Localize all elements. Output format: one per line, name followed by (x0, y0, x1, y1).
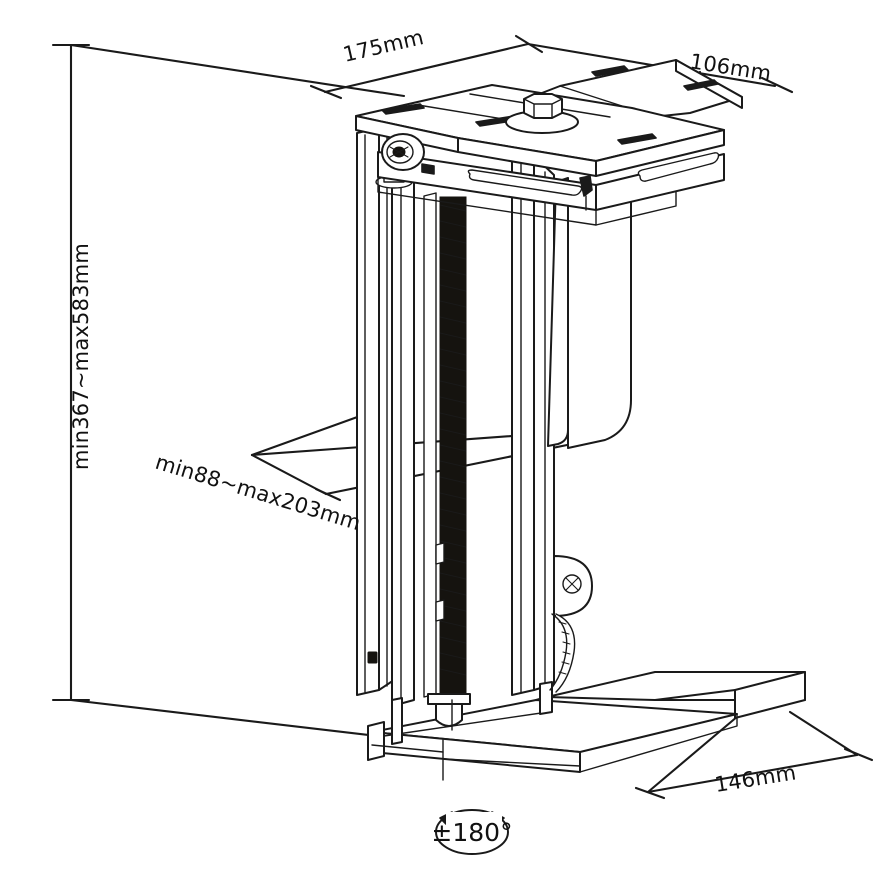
pivot-screw-cross-icon (389, 146, 409, 158)
shared-tick-center (514, 34, 544, 54)
main-plate-slot-right (617, 133, 657, 145)
rotation-label: ±180° (431, 818, 512, 847)
clamp-tick (314, 487, 342, 502)
right-arm-inner-panel (511, 155, 535, 696)
tray-left-lip (367, 721, 385, 761)
tray-base-plate-right-face (579, 713, 738, 773)
tray-inner-ledge (383, 711, 549, 737)
lower-rail-lip-right (595, 191, 677, 226)
right-vertical-arm (511, 155, 632, 715)
lower-rail-lip-front (377, 176, 597, 226)
flare-bottom-edge (567, 439, 606, 449)
center-threaded-rod (423, 192, 471, 731)
main-plate-right-edge (595, 129, 725, 177)
strap-texture (558, 621, 571, 675)
label-146mm: 146mm (713, 760, 798, 797)
rotation-symbol: ±180° (431, 809, 513, 855)
rail-fastener-icon (579, 175, 593, 197)
rod-guide-rail (423, 192, 437, 698)
label-height-range: min367~max583mm (69, 243, 93, 470)
right-arm-foot-post (539, 681, 553, 715)
top-mount-plate-assembly (355, 59, 743, 226)
rotation-arrow-icon (435, 809, 509, 855)
tray-front-edge-b (442, 758, 581, 767)
base-146-tick-left (634, 786, 666, 800)
left-vertical-arm (356, 127, 415, 745)
thread-lines (439, 204, 467, 676)
rod-bottom-washer (427, 693, 471, 705)
left-arm-foot-post (391, 697, 403, 745)
width-175-tick-left (309, 84, 343, 100)
bottom-tray-assembly (367, 671, 806, 781)
width-106-tick-right (760, 76, 794, 94)
phillips-screw-cross-icon (565, 577, 579, 591)
left-arm-outer-panel (356, 127, 380, 696)
thread-hatching (439, 204, 467, 676)
rod-collar-lower (435, 599, 445, 622)
rail-slot-front (467, 169, 583, 196)
rail-slot-right (637, 152, 720, 182)
base-146-dimension-line (646, 753, 859, 794)
base-146-extension-left (646, 714, 740, 794)
rod-collar-upper (435, 542, 445, 565)
right-side-flared-panel (567, 185, 632, 449)
main-plate-slot-left (381, 103, 425, 115)
tray-right-shelf-side (734, 671, 806, 719)
label-175mm: 175mm (341, 25, 426, 67)
tray-front-edge-a (371, 744, 444, 753)
tray-right-shelf-inner-edge (654, 689, 736, 701)
clamp-leader-apex (250, 453, 328, 496)
rod-bottom-cap (435, 703, 463, 727)
rotation-label-backdrop (446, 812, 502, 834)
rail-small-hole (421, 163, 435, 175)
left-arm-label-icon (367, 651, 378, 664)
width-175-dimension-line (323, 42, 530, 94)
base-146-extension-right (788, 710, 859, 757)
upper-plate-slot-2 (683, 79, 719, 91)
upper-plate-slot-1 (591, 65, 629, 77)
hex-bolt-head (523, 93, 563, 119)
hex-bolt-facets (523, 98, 563, 119)
left-arm-inner-column (391, 154, 415, 707)
